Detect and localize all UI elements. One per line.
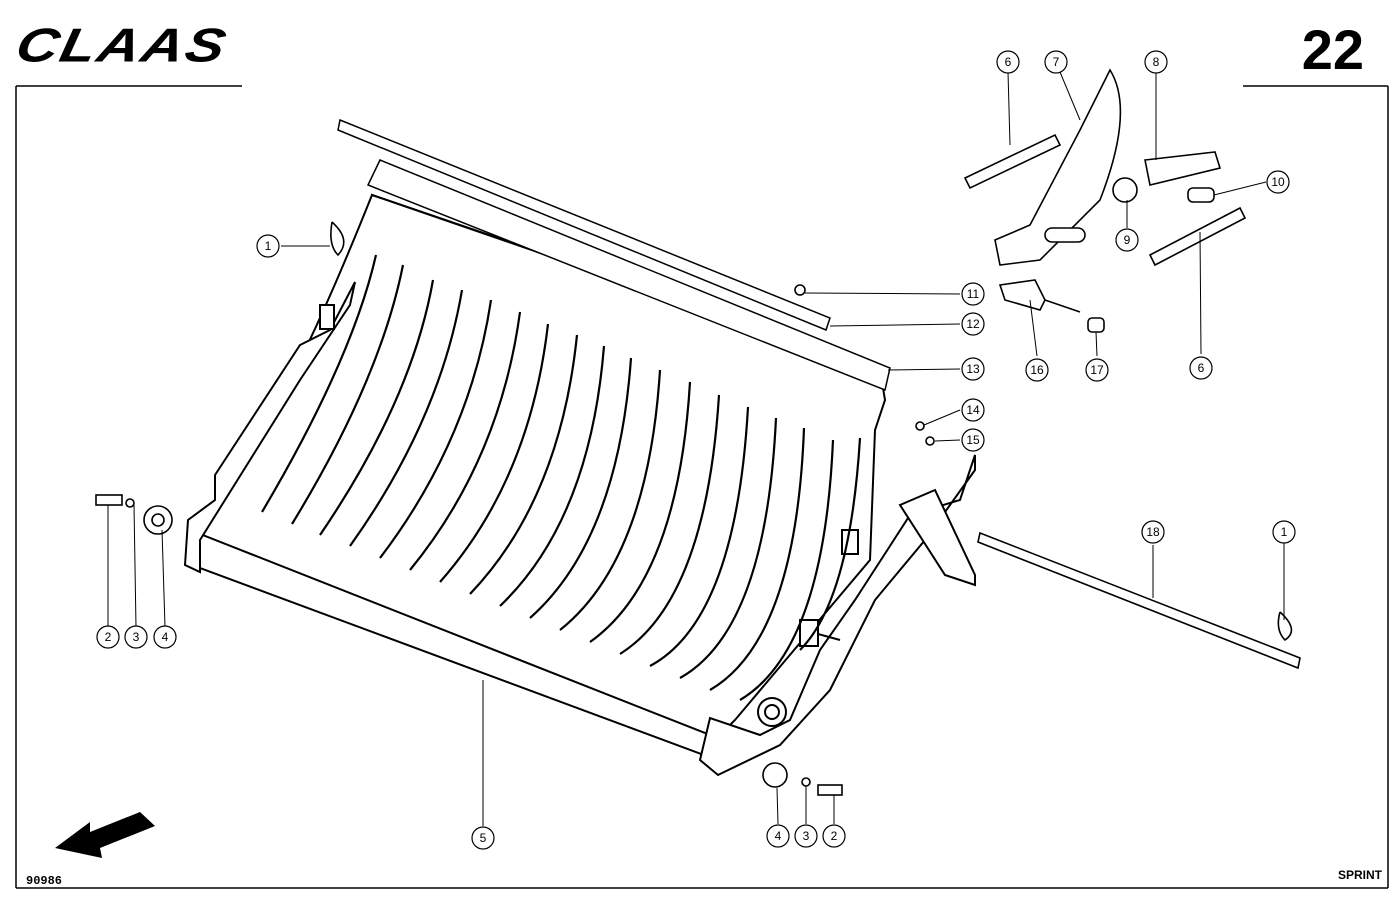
callout-circle: [1085, 358, 1109, 382]
callout-c13: 13: [961, 357, 985, 381]
callout-c11: 11: [961, 282, 985, 306]
direction-arrow: [55, 812, 155, 858]
callout-c2b: 2: [822, 824, 846, 848]
callout-circle: [1266, 170, 1290, 194]
grate-slots: [261, 254, 862, 701]
callout-circle: [822, 824, 846, 848]
callout-label: 2: [831, 829, 838, 843]
callout-c6a: 6: [996, 50, 1020, 74]
callout-label: 13: [966, 362, 980, 376]
callout-c15: 15: [961, 428, 985, 452]
callout-label: 11: [967, 287, 980, 301]
callout-circle: [1025, 358, 1049, 382]
callout-circle: [961, 428, 985, 452]
callout-label: 9: [1124, 233, 1131, 247]
callout-circle: [961, 282, 985, 306]
callout-label: 3: [803, 829, 810, 843]
callout-label: 4: [162, 630, 169, 644]
callout-label: 18: [1146, 525, 1160, 539]
side-fasteners: [95, 494, 843, 796]
callout-circle: [124, 625, 148, 649]
frame: [15, 85, 1389, 889]
callout-c14: 14: [961, 398, 985, 422]
callout-circle: [961, 357, 985, 381]
callout-label: 10: [1271, 175, 1285, 189]
callout-c3b: 3: [794, 824, 818, 848]
callout-label: 7: [1053, 55, 1060, 69]
callout-label: 2: [105, 630, 112, 644]
callout-label: 3: [133, 630, 140, 644]
callout-c8: 8: [1144, 50, 1168, 74]
callout-c3a: 3: [124, 625, 148, 649]
callout-c2a: 2: [96, 625, 120, 649]
callout-label: 14: [966, 403, 980, 417]
callout-circle: [153, 625, 177, 649]
callout-c10: 10: [1266, 170, 1290, 194]
callout-label: 16: [1030, 363, 1044, 377]
callout-c1b: 1: [1272, 520, 1296, 544]
callout-label: 1: [1281, 525, 1288, 539]
callout-circle: [1144, 50, 1168, 74]
callout-circle: [794, 824, 818, 848]
page-number: 22: [1301, 18, 1364, 81]
rod: [330, 221, 1301, 670]
callout-circle: [1189, 356, 1213, 380]
callout-c18: 18: [1141, 520, 1165, 544]
callout-circle: [1044, 50, 1068, 74]
callout-circle: [766, 824, 790, 848]
leader-lines: [107, 71, 1285, 826]
callout-circle: [471, 826, 495, 850]
callout-label: 1: [265, 239, 272, 253]
callout-label: 12: [966, 317, 980, 331]
callout-circle: [961, 312, 985, 336]
callout-c17: 17: [1085, 358, 1109, 382]
callout-circle: [961, 398, 985, 422]
callout-label: 6: [1198, 361, 1205, 375]
top-strips: [337, 118, 891, 392]
drawing-number: 90986: [26, 874, 63, 888]
callout-label: 6: [1005, 55, 1012, 69]
spring-mechanism: [794, 68, 1247, 446]
callout-circle: [1272, 520, 1296, 544]
callout-label: 4: [775, 829, 782, 843]
callout-label: 8: [1153, 55, 1160, 69]
callout-circle: [1115, 228, 1139, 252]
callout-c12: 12: [961, 312, 985, 336]
callout-c4a: 4: [153, 625, 177, 649]
callout-c5: 5: [471, 826, 495, 850]
callout-circle: [256, 234, 280, 258]
callout-c16: 16: [1025, 358, 1049, 382]
callout-c7: 7: [1044, 50, 1068, 74]
callout-c1a: 1: [256, 234, 280, 258]
callout-circle: [996, 50, 1020, 74]
callout-label: 15: [966, 433, 980, 447]
model-name: SPRINT: [1337, 868, 1382, 882]
callout-circle: [96, 625, 120, 649]
callout-label: 5: [480, 831, 487, 845]
callout-c4b: 4: [766, 824, 790, 848]
callout-c6b: 6: [1189, 356, 1213, 380]
callout-circle: [1141, 520, 1165, 544]
callout-label: 17: [1090, 363, 1104, 377]
callout-c9: 9: [1115, 228, 1139, 252]
